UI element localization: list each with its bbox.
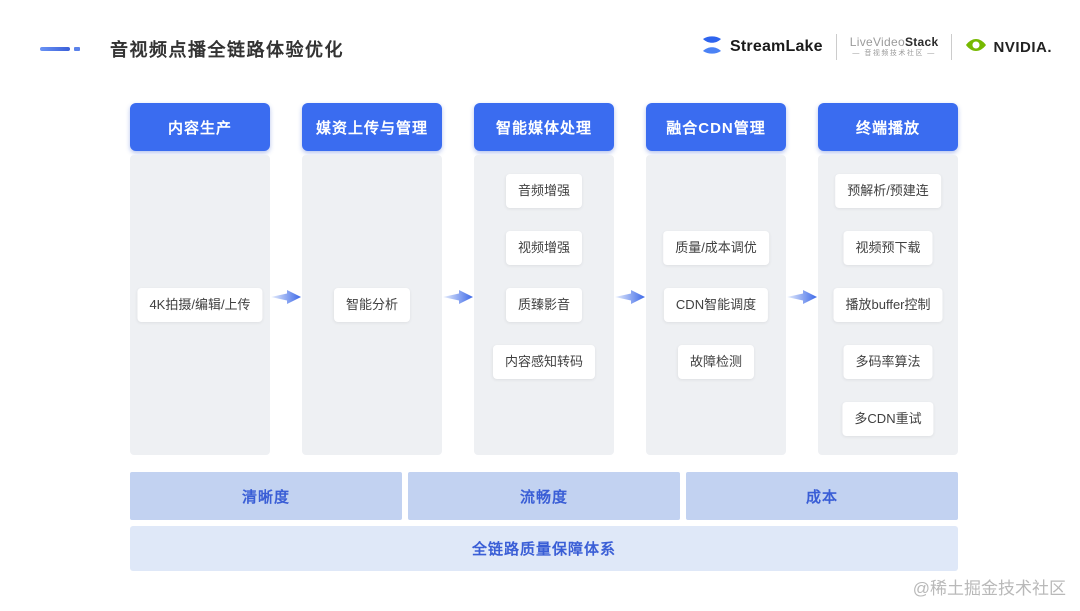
foundation-bar: 全链路质量保障体系 [130, 526, 958, 571]
flow-arrow-icon [786, 103, 818, 455]
feature-box: 预解析/预建连 [835, 174, 941, 208]
metric-bar: 成本 [686, 472, 958, 520]
pipeline-column-cdn-management: 融合CDN管理质量/成本调优 CDN智能调度故障检测 [646, 103, 786, 455]
metric-bars: 清晰度流畅度成本 [130, 472, 958, 520]
lvs-video: Video [872, 35, 905, 50]
nvidia-logo: NVIDIA. [965, 37, 1052, 58]
column-header-content-production: 内容生产 [130, 103, 270, 151]
streamlake-wordmark: StreamLake [730, 38, 823, 55]
flow-arrow-icon [614, 103, 646, 455]
nvidia-eye-icon [965, 37, 987, 58]
flow-arrow-icon [442, 103, 474, 455]
column-body-media-upload: 智能分析 [302, 155, 442, 455]
column-body-terminal-playback: 预解析/预建连视频预下载播放buffer控制多码率算法多CDN重试 [818, 155, 958, 455]
logo-divider [835, 34, 837, 60]
feature-box: 内容感知转码 [492, 345, 596, 379]
watermark: @稀土掘金技术社区 [912, 579, 1066, 598]
streamlake-logo: StreamLake [700, 33, 823, 62]
lvs-stack: Stack [904, 35, 939, 50]
metric-bar: 清晰度 [130, 472, 402, 520]
livevideostack-logo: LiveVideoStack — 音视频技术社区 — [849, 35, 939, 58]
column-header-media-upload: 媒资上传与管理 [302, 103, 442, 151]
lvs-live: Live [849, 35, 873, 50]
feature-box: 音频增强 [505, 174, 583, 208]
lvs-tagline: — 音视频技术社区 — [852, 50, 936, 58]
feature-box: 播放buffer控制 [833, 288, 943, 322]
feature-box: 故障检测 [677, 345, 755, 379]
metric-bar: 流畅度 [408, 472, 680, 520]
feature-box: 多CDN重试 [842, 402, 934, 436]
feature-box: CDN智能调度 [663, 288, 769, 322]
feature-box: 多码率算法 [843, 345, 933, 379]
feature-box: 4K拍摄/编辑/上传 [137, 288, 263, 322]
feature-box: 质臻影音 [505, 288, 583, 322]
feature-box: 智能分析 [333, 288, 411, 322]
column-header-cdn-management: 融合CDN管理 [646, 103, 786, 151]
streamlake-icon [700, 33, 724, 62]
pipeline-column-content-production: 内容生产 4K拍摄/编辑/上传 [130, 103, 270, 455]
feature-box: 视频增强 [505, 231, 583, 265]
logo-divider [951, 34, 953, 60]
title-block: 音视频点播全链路体验优化 [40, 36, 344, 62]
pipeline-column-media-processing: 智能媒体处理音频增强视频增强质臻影音内容感知转码 [474, 103, 614, 455]
column-body-cdn-management: 质量/成本调优 CDN智能调度故障检测 [646, 155, 786, 455]
column-body-media-processing: 音频增强视频增强质臻影音内容感知转码 [474, 155, 614, 455]
pipeline-column-terminal-playback: 终端播放预解析/预建连视频预下载播放buffer控制多码率算法多CDN重试 [818, 103, 958, 455]
feature-box: 视频预下载 [843, 231, 933, 265]
column-body-content-production: 4K拍摄/编辑/上传 [130, 155, 270, 455]
nvidia-wordmark: NVIDIA. [993, 38, 1052, 56]
flow-arrow-icon [270, 103, 302, 455]
feature-box: 质量/成本调优 [663, 231, 769, 265]
pipeline-column-media-upload: 媒资上传与管理智能分析 [302, 103, 442, 455]
page-title: 音视频点播全链路体验优化 [110, 40, 344, 60]
title-dash-icon [40, 47, 80, 51]
logo-row: StreamLake LiveVideoStack — 音视频技术社区 — NV… [700, 32, 1052, 62]
column-header-media-processing: 智能媒体处理 [474, 103, 614, 151]
column-header-terminal-playback: 终端播放 [818, 103, 958, 151]
